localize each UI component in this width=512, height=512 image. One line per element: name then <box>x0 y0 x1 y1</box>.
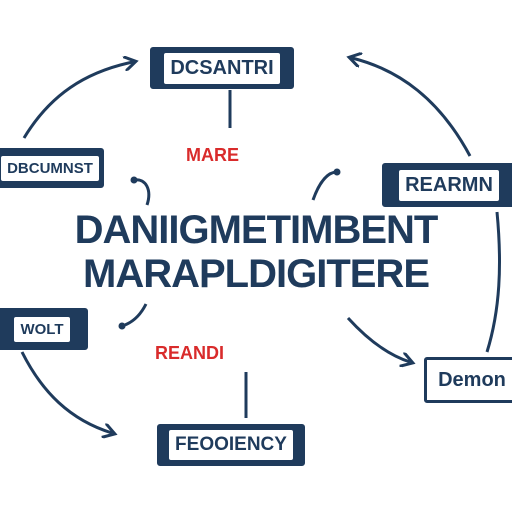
node-bottom[interactable]: FEOOIENCY <box>157 424 305 466</box>
center-title-line-1: DANIIGMETIMBENT <box>74 208 439 252</box>
node-right-top-label: REARMN <box>399 169 499 201</box>
line-right-vertical <box>485 211 502 353</box>
center-title-line-2: MARAPLDIGITERE <box>83 252 430 296</box>
node-bottom-label: FEOOIENCY <box>169 430 293 460</box>
arrow-upper-right <box>352 58 472 157</box>
hook-left-dot <box>130 176 138 184</box>
arrow-lower-left <box>20 351 112 433</box>
annotation-upper: MARE <box>186 145 239 165</box>
hook-left <box>133 178 151 206</box>
node-right-bottom[interactable]: Demon <box>424 357 512 403</box>
node-top[interactable]: DCSANTRI <box>150 47 294 89</box>
hook-right-dot <box>333 168 341 176</box>
node-left-bottom[interactable]: WOLT <box>0 308 88 350</box>
node-right-top[interactable]: REARMN <box>382 163 512 207</box>
hook-lower-left-dot <box>118 322 126 330</box>
node-left-top-label: DBCUMNST <box>1 155 99 181</box>
hook-lower-left <box>121 303 148 328</box>
arrow-upper-left <box>22 62 133 139</box>
annotation-lower: REANDI <box>155 343 225 363</box>
arrow-mid-right <box>346 316 410 362</box>
node-left-bottom-label: WOLT <box>14 316 70 342</box>
node-right-bottom-label: Demon <box>438 368 506 391</box>
node-top-label: DCSANTRI <box>164 52 280 84</box>
hook-right <box>311 170 338 201</box>
node-left-top[interactable]: DBCUMNST <box>0 148 104 188</box>
